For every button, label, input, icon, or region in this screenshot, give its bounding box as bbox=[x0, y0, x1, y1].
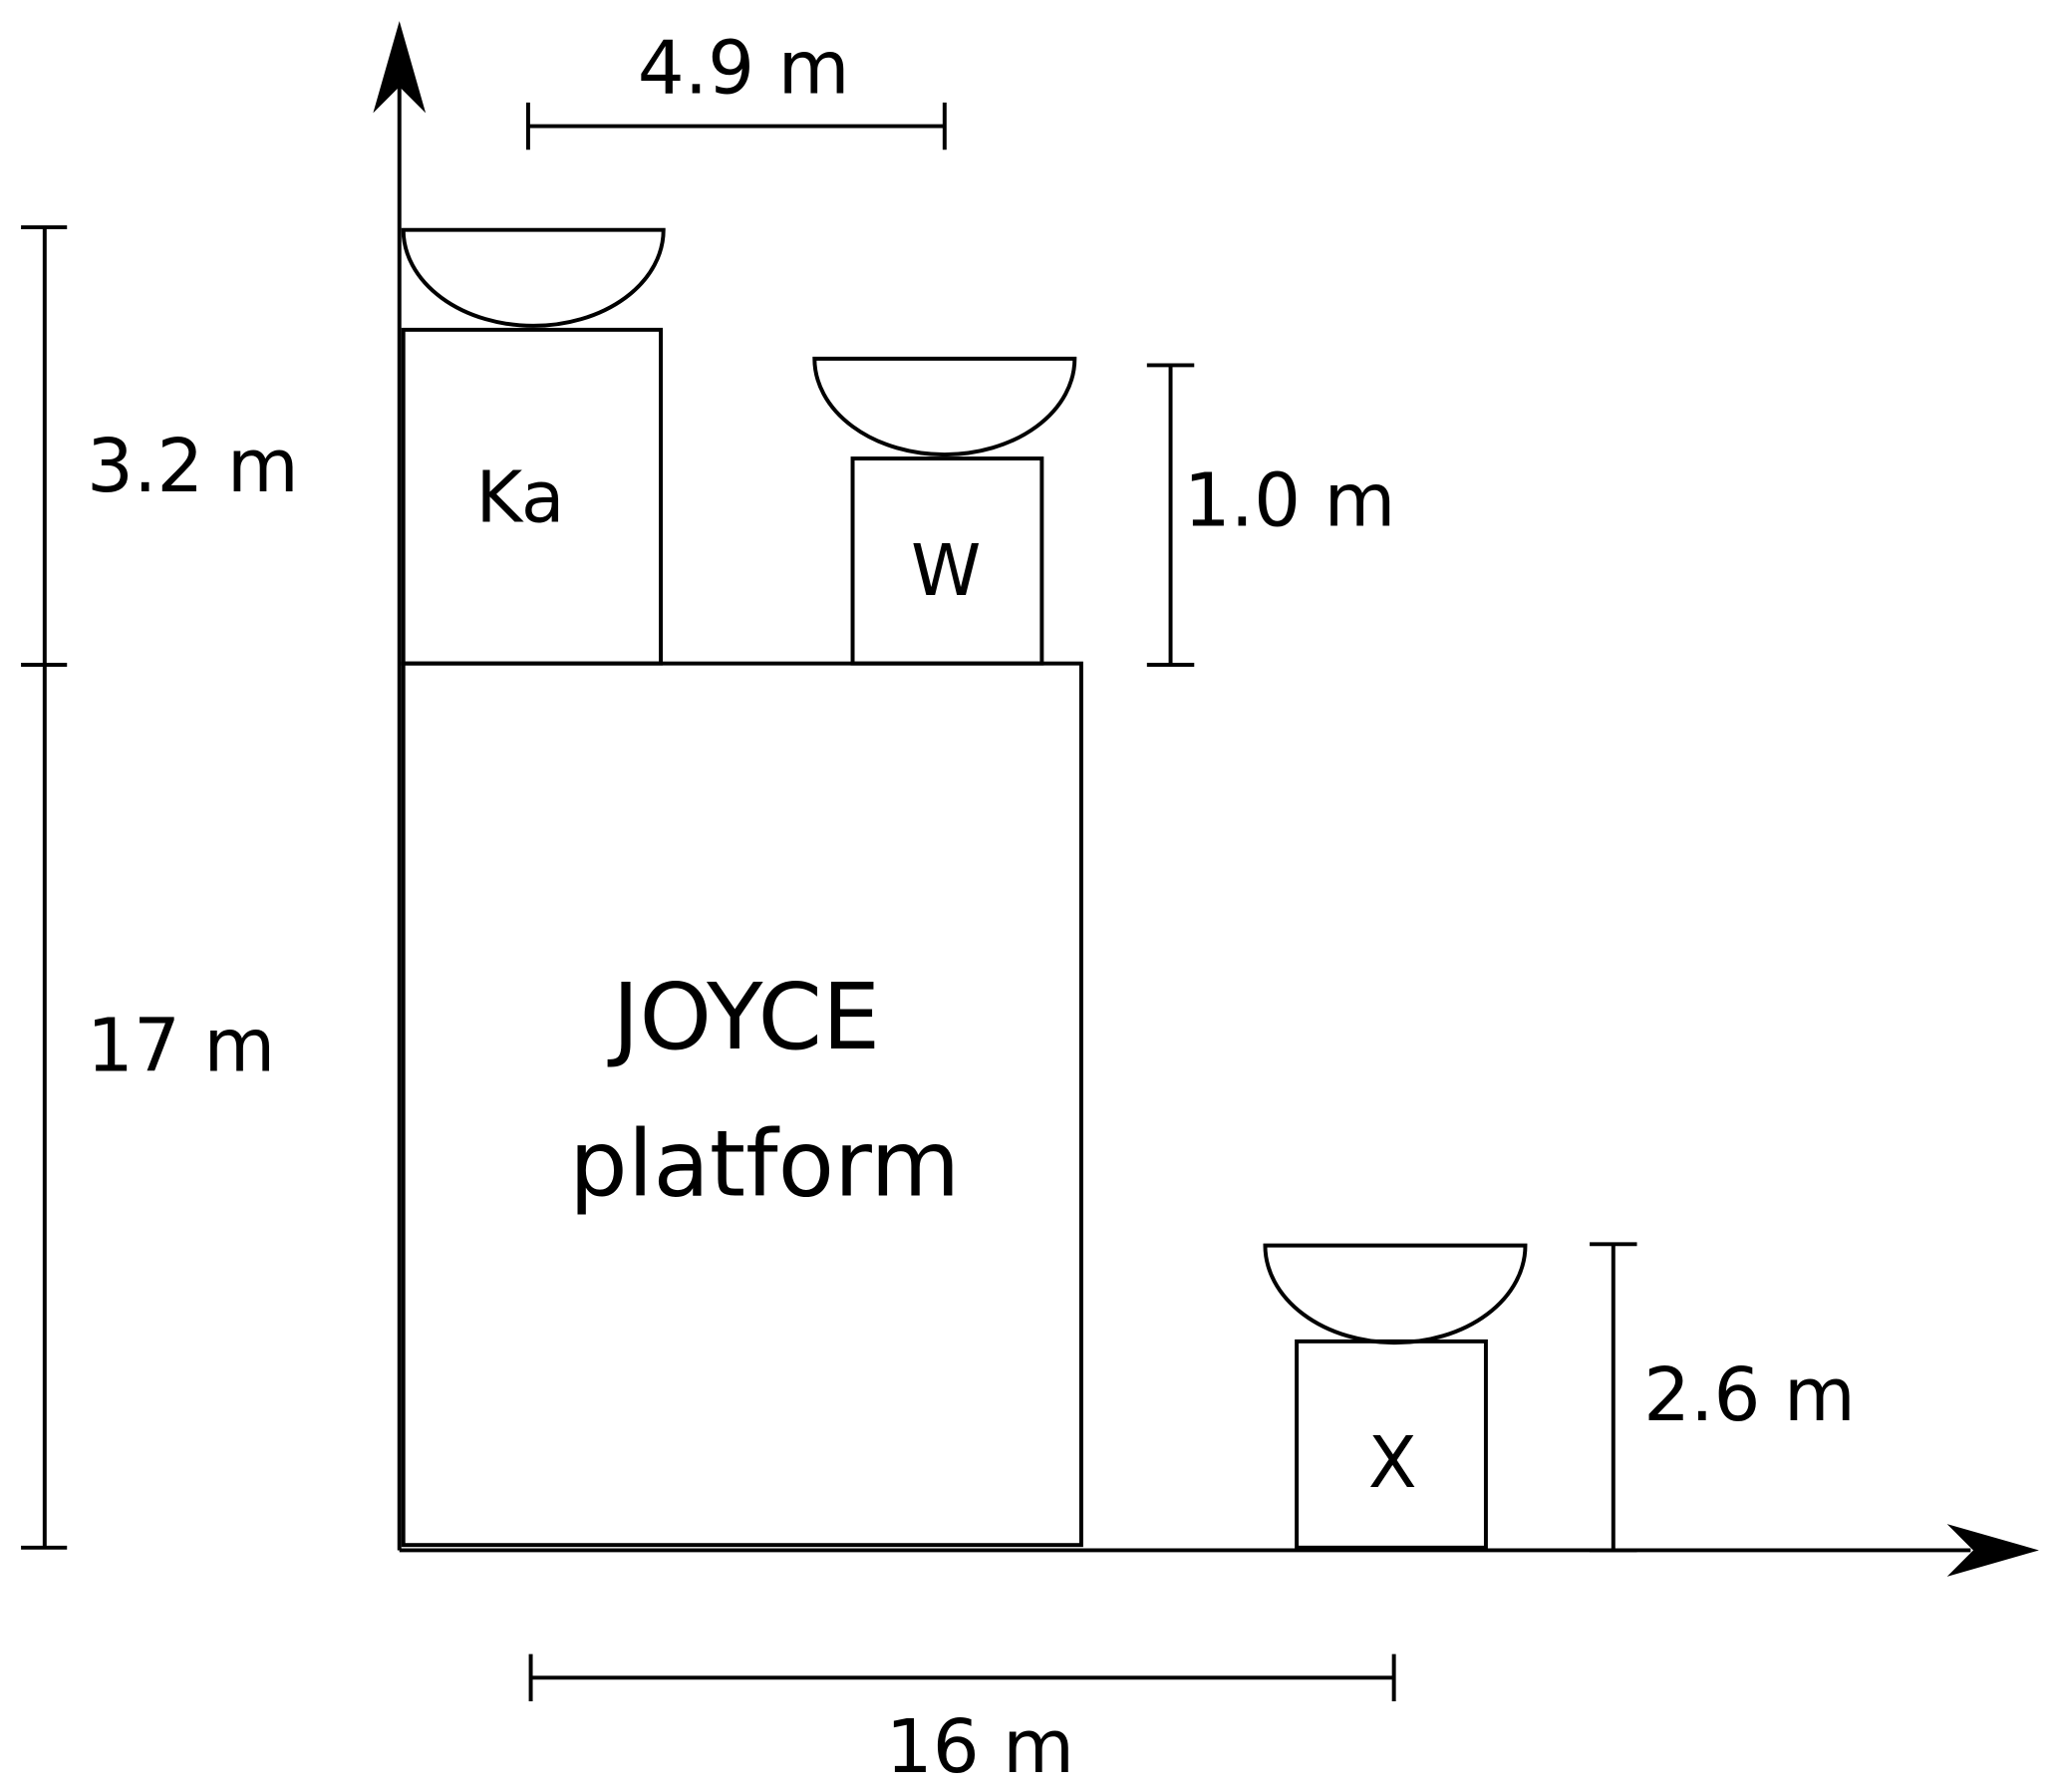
x-axis bbox=[399, 1524, 2039, 1577]
dimension-w-height: 1.0 m bbox=[1146, 363, 1396, 667]
bottom-span-label: 16 m bbox=[886, 1704, 1074, 1790]
w-instrument: W bbox=[812, 356, 1077, 666]
x-instrument: X bbox=[1263, 1243, 1528, 1550]
y-axis bbox=[373, 21, 427, 1551]
top-span-label: 4.9 m bbox=[638, 26, 850, 112]
joyce-platform bbox=[401, 661, 1083, 1548]
dimension-left: 3.2 m 17 m bbox=[21, 225, 299, 1550]
w-height-label: 1.0 m bbox=[1184, 457, 1396, 543]
dimension-top-span: 4.9 m bbox=[525, 26, 947, 150]
ka-instrument: Ka bbox=[401, 227, 666, 666]
ka-height-label: 3.2 m bbox=[87, 424, 299, 509]
dimension-bottom-span: 16 m bbox=[528, 1653, 1396, 1790]
platform-label-line1: JOYCE bbox=[607, 963, 880, 1070]
ka-label: Ka bbox=[475, 455, 564, 538]
x-height-label: 2.6 m bbox=[1643, 1352, 1856, 1438]
platform-height-label: 17 m bbox=[87, 1003, 275, 1088]
x-label: X bbox=[1368, 1421, 1417, 1504]
w-label: W bbox=[911, 529, 981, 612]
dimension-x-height: 2.6 m bbox=[1590, 1242, 1856, 1553]
platform-label-line2: platform bbox=[569, 1110, 960, 1218]
